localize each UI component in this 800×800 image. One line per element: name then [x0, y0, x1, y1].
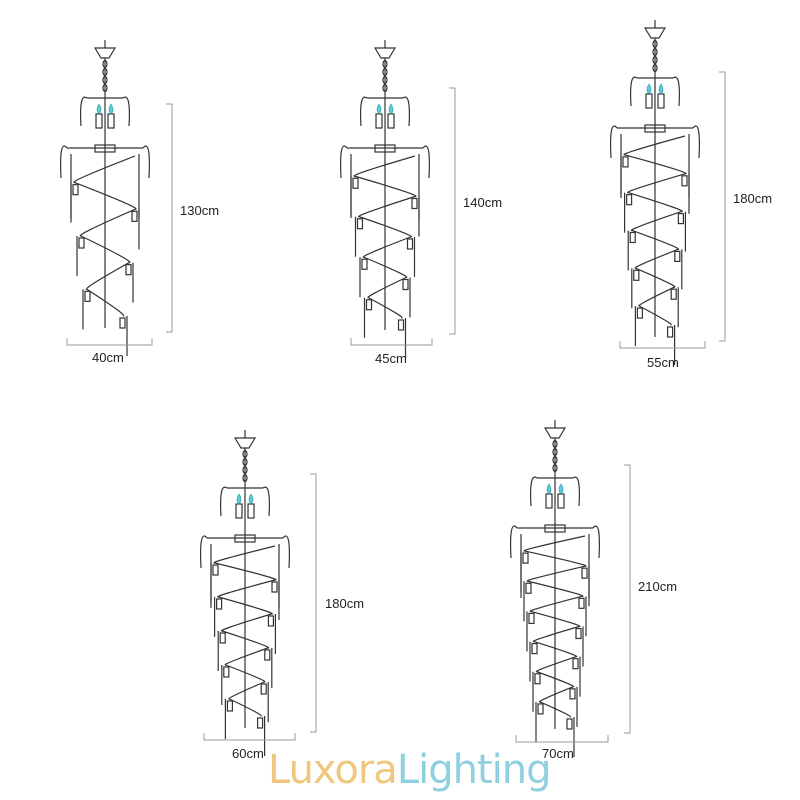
width-label-1: 40cm [92, 350, 124, 365]
width-label-3: 55cm [647, 355, 679, 370]
height-label-2: 140cm [463, 195, 503, 210]
height-label-5: 210cm [638, 579, 678, 594]
height-label-1: 130cm [180, 203, 220, 218]
width-label-5: 70cm [542, 746, 574, 761]
width-label-4: 60cm [232, 746, 264, 761]
brand-logo: LuxoraLighting [268, 750, 551, 790]
logo-part-1: Luxora [268, 747, 398, 793]
height-label-3: 180cm [733, 191, 773, 206]
logo-part-2: Lighting [396, 747, 552, 793]
height-label-4: 180cm [325, 596, 365, 611]
width-label-2: 45cm [375, 351, 407, 366]
